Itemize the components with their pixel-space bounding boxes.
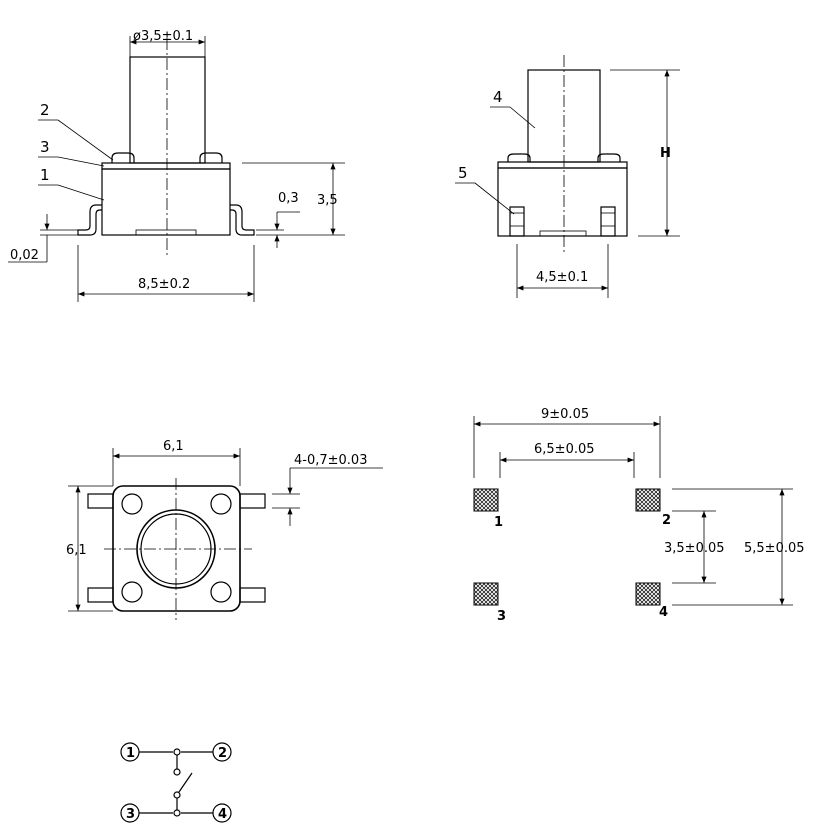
switch-schematic: 1 2 3 4 <box>120 742 232 823</box>
body-height-label: 3,5 <box>317 193 338 208</box>
body-width-label: 6,1 <box>163 439 184 454</box>
body-height-label-top: 6,1 <box>66 543 87 558</box>
standoff-label: 0,02 <box>10 248 39 263</box>
total-height-label: H <box>660 146 671 161</box>
part-2-label: 2 <box>40 101 50 119</box>
schematic-pin-3: 3 <box>126 807 135 822</box>
lead-thickness-label: 0,3 <box>278 191 299 206</box>
stem-diameter-label: ø3,5±0.1 <box>133 29 193 44</box>
pad-4 <box>635 582 661 606</box>
pad-2 <box>635 488 661 512</box>
part-3-label: 3 <box>40 138 50 156</box>
inner-pitch-y-label: 3,5±0.05 <box>664 541 725 556</box>
schematic-pin-2: 2 <box>218 746 227 761</box>
pcb-footprint: 1 2 3 4 9±0.05 6,5±0.05 5,5±0.05 3,5±0.0… <box>473 407 805 624</box>
pad-3 <box>473 582 499 606</box>
outer-pitch-y-label: 5,5±0.05 <box>744 541 805 556</box>
total-width-label: 8,5±0.2 <box>138 277 190 292</box>
front-view: 4 5 H 4,5±0.1 <box>455 55 680 298</box>
outer-pitch-x-label: 9±0.05 <box>541 407 589 422</box>
inner-pitch-x-label: 6,5±0.05 <box>534 442 595 457</box>
pin-pitch-label: 4,5±0.1 <box>536 270 588 285</box>
schematic-pin-1: 1 <box>126 746 135 761</box>
part-5-label: 5 <box>458 164 468 182</box>
schematic-pin-4: 4 <box>218 807 227 822</box>
pad-1 <box>473 488 499 512</box>
pad-4-label: 4 <box>659 605 668 620</box>
side-view: ø3,5±0.1 2 3 1 3,5 0,3 <box>8 29 345 302</box>
top-view: 6,1 6,1 4-0,7±0.03 <box>66 439 383 620</box>
part-4-label: 4 <box>493 88 503 106</box>
pad-1-label: 1 <box>494 515 503 530</box>
pad-2-label: 2 <box>662 513 671 528</box>
pad-3-label: 3 <box>497 609 506 624</box>
part-1-label: 1 <box>40 166 50 184</box>
pin-width-label: 4-0,7±0.03 <box>294 453 367 468</box>
